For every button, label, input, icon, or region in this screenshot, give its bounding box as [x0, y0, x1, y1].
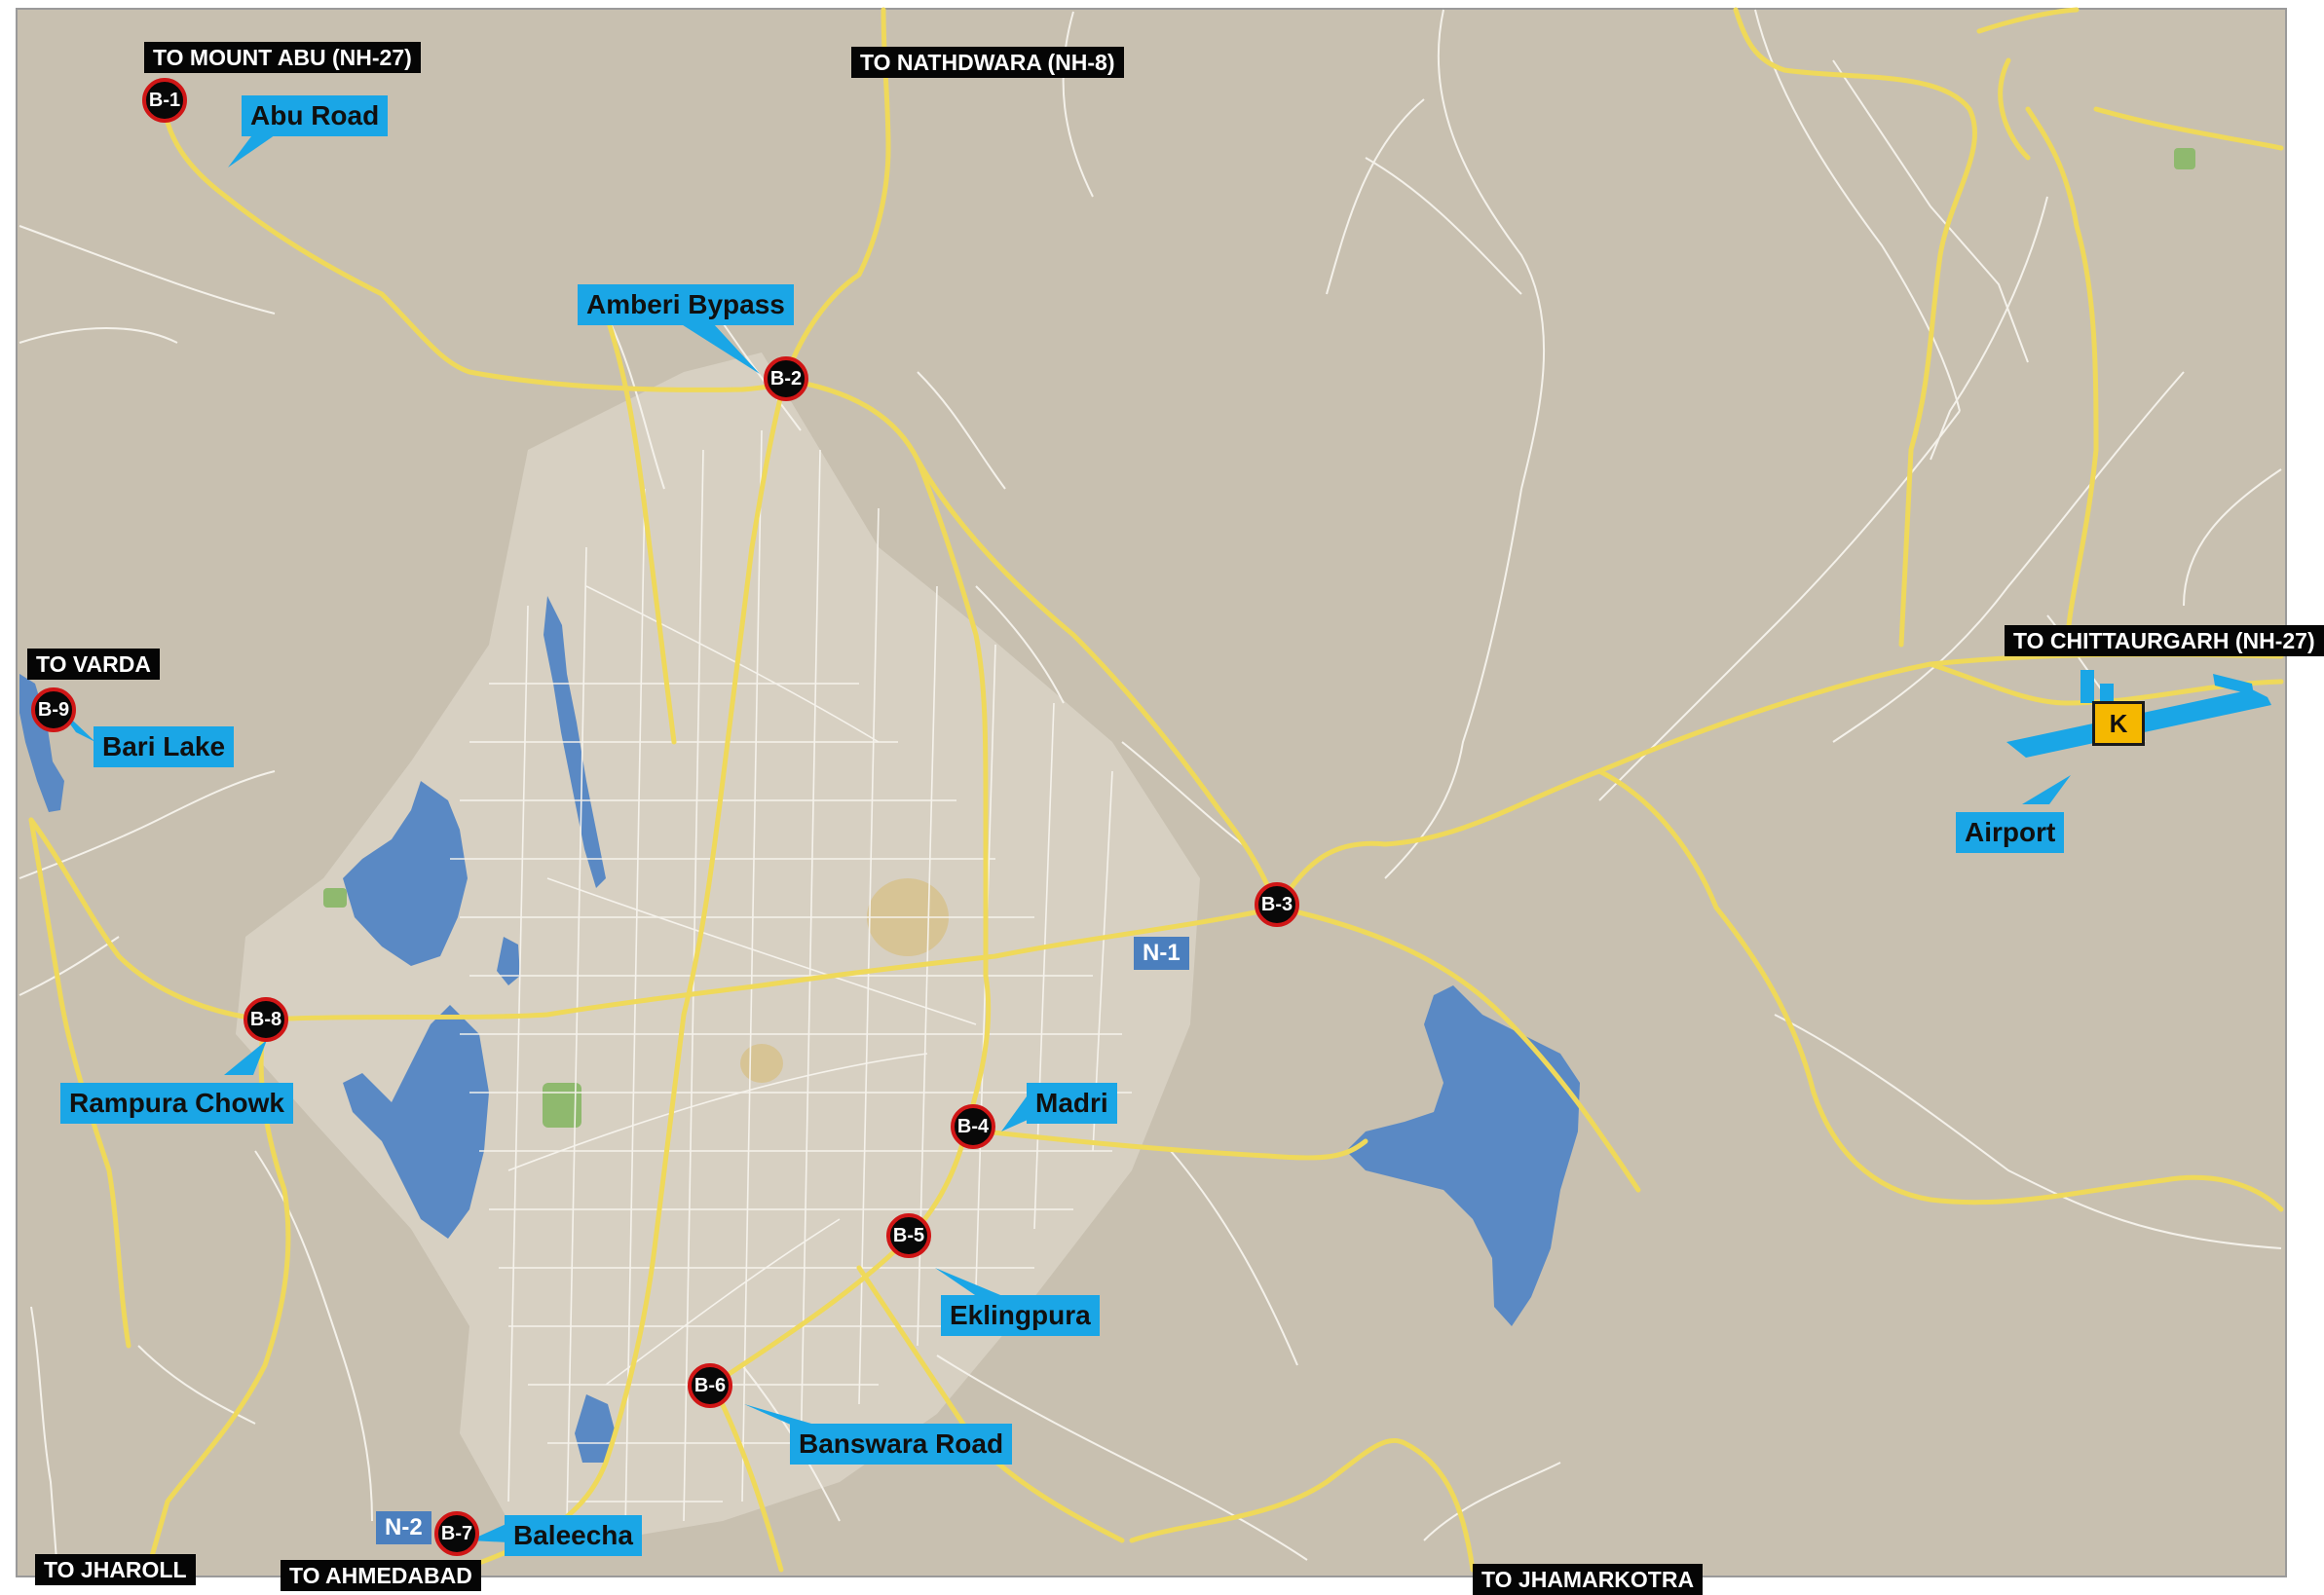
road-north-east-d	[1976, 7, 2080, 34]
callout-bari-lake: Bari Lake	[94, 726, 235, 767]
destination-mount-abu: TO MOUNT ABU (NH-27)	[144, 42, 421, 73]
parks	[323, 148, 2195, 1128]
marker-b6[interactable]: B-6	[688, 1363, 732, 1408]
road-ne-1	[1596, 768, 2284, 1212]
map-canvas[interactable]	[18, 7, 2289, 1579]
marker-b3[interactable]: B-3	[1255, 882, 1299, 927]
callout-abu-road: Abu Road	[242, 95, 389, 136]
road-city-north	[681, 377, 788, 1018]
marker-b7[interactable]: B-7	[434, 1511, 479, 1556]
goverdhan-water	[575, 1394, 616, 1463]
road-b8-west	[28, 817, 268, 1022]
city-streets	[450, 429, 1132, 1532]
marker-b9[interactable]: B-9	[31, 687, 76, 732]
destination-chittaurgarh: TO CHITTAURGARH (NH-27)	[2005, 625, 2324, 656]
destination-ahmedabad: TO AHMEDABAD	[281, 1560, 481, 1591]
callout-rampura-chowk: Rampura Chowk	[60, 1083, 293, 1124]
callout-eklingpura: Eklingpura	[941, 1295, 1100, 1336]
road-north-east-e	[2093, 106, 2284, 151]
road-nathdwara	[782, 7, 891, 383]
callout-pointers	[56, 129, 2071, 1542]
major-roads	[28, 7, 2284, 1573]
water-bodies	[19, 596, 1580, 1463]
road-nh27-north	[161, 100, 788, 392]
pichola-water	[343, 1005, 489, 1239]
road-north-east-b	[2025, 106, 2099, 657]
callout-amberi-bypass: Amberi Bypass	[578, 284, 794, 325]
road-b6-south	[710, 1382, 784, 1573]
node-n1: N-1	[1134, 937, 1189, 970]
udai-sagar-water	[1346, 985, 1580, 1326]
destination-varda: TO VARDA	[27, 649, 160, 680]
fateh-sagar-water	[343, 781, 468, 966]
road-b5-b6	[710, 1236, 911, 1388]
callout-madri: Madri	[1027, 1083, 1117, 1124]
road-north-east-a	[1733, 7, 1977, 648]
callout-banswara-road: Banswara Road	[790, 1424, 1013, 1465]
marker-b4[interactable]: B-4	[951, 1104, 995, 1149]
airport-k-marker[interactable]: K	[2092, 701, 2145, 746]
marker-b8[interactable]: B-8	[244, 997, 288, 1042]
road-jham	[1129, 1437, 1476, 1573]
destination-nathdwara: TO NATHDWARA (NH-8)	[851, 47, 1124, 78]
road-north-2	[603, 311, 677, 745]
road-b3-city	[262, 905, 1281, 1022]
road-bypass-east	[782, 377, 1281, 910]
city-map[interactable]: TO MOUNT ABU (NH-27) TO NATHDWARA (NH-8)…	[16, 7, 2324, 1595]
marker-b1[interactable]: B-1	[142, 78, 187, 123]
callout-baleecha: Baleecha	[505, 1515, 642, 1556]
road-nh27-east	[1275, 651, 2284, 910]
road-north-east-c	[1998, 57, 2031, 161]
marker-b5[interactable]: B-5	[886, 1213, 931, 1258]
road-nh27-far-east	[1928, 661, 2284, 706]
road-b4-east	[963, 1127, 1368, 1161]
destination-jharoll: TO JHAROLL	[35, 1554, 196, 1585]
bari-lake-water	[19, 674, 64, 812]
destination-jhamarkotra: TO JHAMARKOTRA	[1473, 1564, 1704, 1595]
node-n2: N-2	[376, 1511, 431, 1544]
road-east-jham	[1275, 905, 1641, 1193]
small-lake	[497, 937, 520, 985]
road-ne-2	[915, 457, 989, 979]
callout-airport: Airport	[1956, 812, 2065, 853]
marker-b2[interactable]: B-2	[764, 356, 808, 401]
urban-area	[236, 352, 1200, 1540]
